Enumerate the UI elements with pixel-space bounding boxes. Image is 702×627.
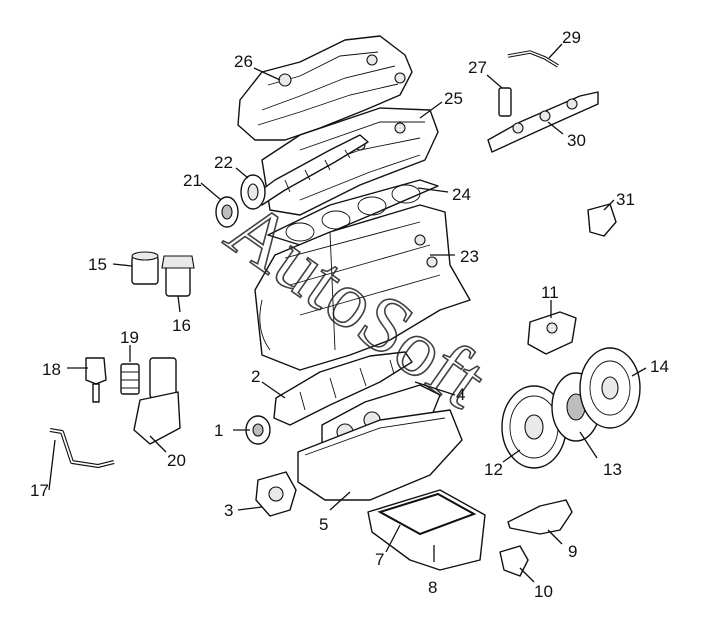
callout-27: 27 — [468, 58, 487, 77]
callout-23: 23 — [460, 247, 479, 266]
callout-30: 30 — [567, 131, 586, 150]
callout-17: 17 — [30, 481, 49, 500]
engine-block — [254, 204, 471, 371]
callout-19: 19 — [120, 328, 139, 347]
oil-pressure-sender — [85, 357, 107, 403]
oil-filter — [131, 251, 159, 285]
fuel-return-line — [507, 50, 559, 68]
callout-10: 10 — [534, 582, 553, 601]
callout-3: 3 — [224, 501, 233, 520]
filter-housing — [133, 357, 181, 445]
callout-18: 18 — [42, 360, 61, 379]
callout-1: 1 — [214, 421, 223, 440]
callout-15: 15 — [88, 255, 107, 274]
callout-31: 31 — [616, 190, 635, 209]
callout-4: 4 — [456, 385, 465, 404]
callout-9: 9 — [568, 542, 577, 561]
callout-21: 21 — [183, 171, 202, 190]
camshaft — [254, 134, 369, 206]
fuel-injector — [498, 87, 512, 117]
callout-11: 11 — [541, 283, 559, 302]
crank-pulley — [245, 415, 271, 445]
fuel-filter — [161, 255, 195, 297]
pressure-plate — [579, 347, 641, 429]
lower-oil-pan — [367, 489, 486, 571]
callout-25: 25 — [444, 89, 463, 108]
callout-7: 7 — [375, 550, 384, 569]
callout-29: 29 — [562, 28, 581, 47]
callout-26: 26 — [234, 52, 253, 71]
callout-2: 2 — [251, 367, 260, 386]
callout-12: 12 — [484, 460, 503, 479]
fuel-rail — [487, 91, 599, 153]
callout-5: 5 — [319, 515, 328, 534]
crankshaft — [273, 351, 413, 426]
pan-gasket — [377, 492, 477, 536]
valve-cover — [237, 35, 413, 141]
cam-sprocket — [240, 174, 266, 210]
callout-24: 24 — [452, 185, 471, 204]
callout-20: 20 — [167, 451, 186, 470]
engine-mount — [527, 311, 577, 355]
leader-lines — [48, 43, 647, 583]
auxiliary-pump — [255, 471, 297, 517]
callout-14: 14 — [650, 357, 669, 376]
dipstick-tube — [49, 428, 115, 468]
callout-22: 22 — [214, 153, 233, 172]
callout-16: 16 — [172, 316, 191, 335]
upper-oil-pan — [297, 409, 463, 501]
control-valve — [587, 203, 617, 237]
filter-cartridge — [120, 363, 140, 395]
tensioner-pulley — [215, 196, 239, 228]
callout-8: 8 — [428, 578, 437, 597]
mount-bracket — [507, 499, 573, 535]
callout-labels: 1 2 3 4 5 7 8 9 10 11 12 13 14 15 16 17 … — [30, 28, 669, 601]
callout-13: 13 — [603, 460, 622, 479]
